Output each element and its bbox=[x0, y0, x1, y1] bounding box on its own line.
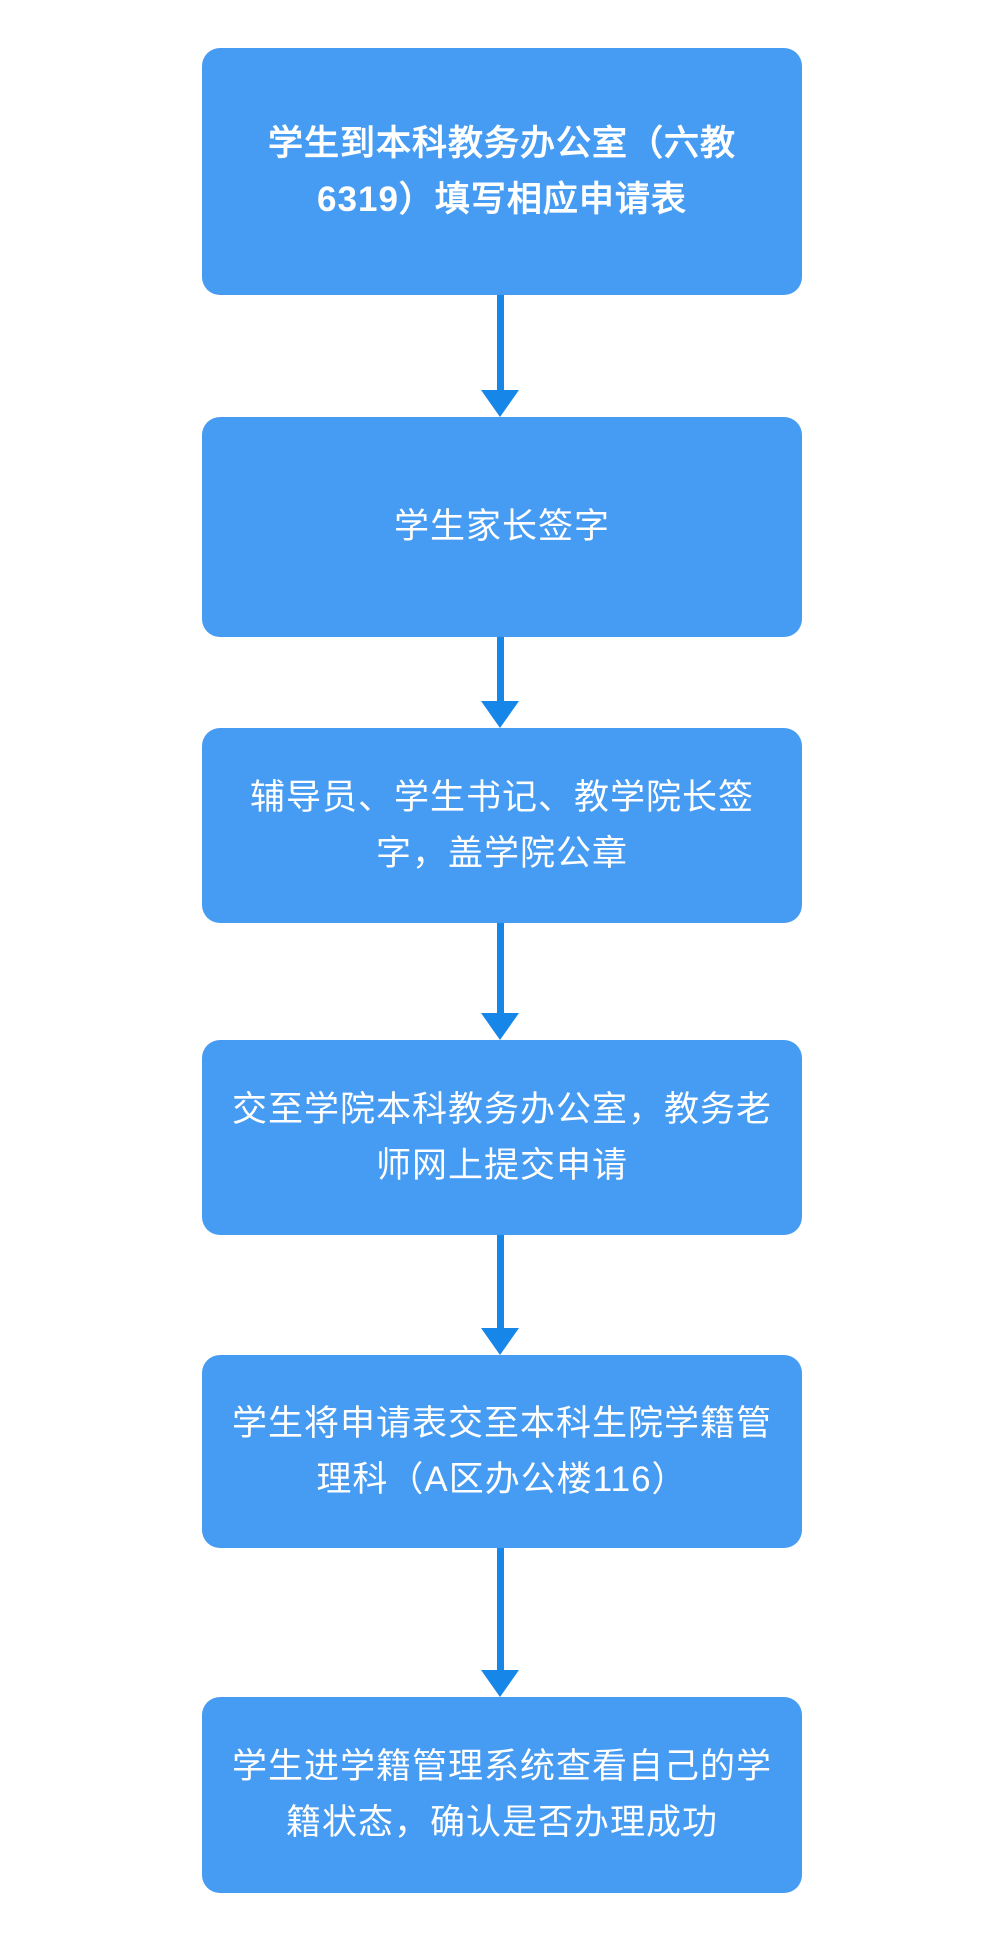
arrow-stem bbox=[496, 1548, 504, 1670]
flow-step-4-label: 交至学院本科教务办公室，教务老 师网上提交申请 bbox=[231, 1089, 772, 1185]
arrow-down-icon bbox=[481, 1013, 519, 1040]
flow-step-6: 学生进学籍管理系统查看自己的学 籍状态，确认是否办理成功 bbox=[202, 1697, 802, 1893]
flow-step-2-label: 学生家长签字 bbox=[393, 507, 610, 546]
arrow-down-icon bbox=[481, 1670, 519, 1697]
flow-step-4: 交至学院本科教务办公室，教务老 师网上提交申请 bbox=[202, 1040, 802, 1235]
flow-arrow-5 bbox=[480, 1548, 520, 1697]
arrow-down-icon bbox=[481, 701, 519, 728]
arrow-down-icon bbox=[481, 390, 519, 417]
flow-step-3: 辅导员、学生书记、教学院长签 字，盖学院公章 bbox=[202, 728, 802, 923]
flow-step-1-label: 学生到本科教务办公室（六教 6319）填写相应申请表 bbox=[267, 123, 736, 219]
flow-step-1: 学生到本科教务办公室（六教 6319）填写相应申请表 bbox=[202, 48, 802, 295]
flow-arrow-1 bbox=[480, 295, 520, 417]
flow-step-2: 学生家长签字 bbox=[202, 417, 802, 637]
flow-arrow-3 bbox=[480, 923, 520, 1040]
arrow-stem bbox=[496, 923, 504, 1013]
flow-arrow-4 bbox=[480, 1235, 520, 1355]
flow-arrow-2 bbox=[480, 637, 520, 728]
flow-step-5: 学生将申请表交至本科生院学籍管 理科（A区办公楼116） bbox=[202, 1355, 802, 1548]
flow-step-3-label: 辅导员、学生书记、教学院长签 字，盖学院公章 bbox=[249, 777, 754, 873]
arrow-stem bbox=[496, 637, 504, 701]
arrow-stem bbox=[496, 295, 504, 390]
arrow-stem bbox=[496, 1235, 504, 1328]
arrow-down-icon bbox=[481, 1328, 519, 1355]
flow-step-6-label: 学生进学籍管理系统查看自己的学 籍状态，确认是否办理成功 bbox=[231, 1747, 772, 1842]
flow-step-5-label: 学生将申请表交至本科生院学籍管 理科（A区办公楼116） bbox=[231, 1403, 772, 1499]
